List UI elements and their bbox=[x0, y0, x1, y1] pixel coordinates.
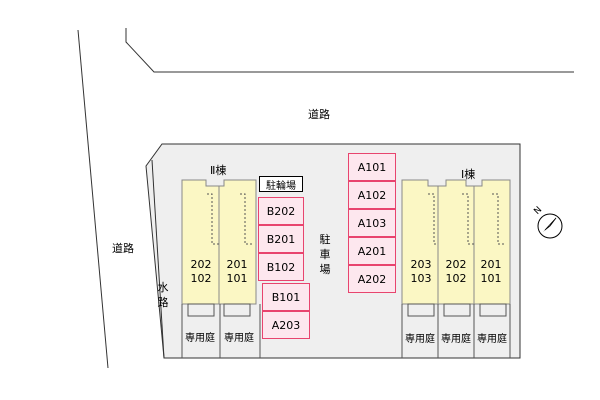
private-garden-label: 専用庭 bbox=[441, 334, 471, 345]
parking-slot: A201 bbox=[348, 237, 396, 265]
parking-slot: A101 bbox=[348, 153, 396, 181]
parking-slot: A102 bbox=[348, 181, 396, 209]
road-label-top: 道路 bbox=[308, 108, 330, 121]
building-1-gardens bbox=[401, 303, 511, 358]
private-garden-label: 専用庭 bbox=[224, 333, 254, 344]
parking-lot-label: 駐車場 bbox=[319, 233, 331, 276]
private-garden-label: 専用庭 bbox=[405, 334, 435, 345]
road-label-left: 道路 bbox=[112, 242, 134, 255]
parking-slot: B101 bbox=[262, 283, 310, 311]
road-boundary-top bbox=[125, 28, 574, 73]
compass-icon bbox=[537, 213, 563, 239]
private-garden-label: 専用庭 bbox=[477, 334, 507, 345]
building-2-name: Ⅱ棟 bbox=[210, 164, 227, 177]
waterway-label: 水路 bbox=[157, 281, 169, 309]
parking-slot: A103 bbox=[348, 209, 396, 237]
parking-slot: B202 bbox=[258, 197, 304, 225]
parking-slot: B102 bbox=[258, 253, 304, 281]
parking-slot: A203 bbox=[262, 311, 310, 339]
parking-slot: B201 bbox=[258, 225, 304, 253]
private-garden-label: 専用庭 bbox=[185, 333, 215, 344]
bicycle-parking-label: 駐輪場 bbox=[259, 176, 303, 192]
building-1-name: Ⅰ棟 bbox=[461, 168, 476, 181]
building-2-gardens bbox=[181, 303, 261, 358]
waterway-edge bbox=[151, 159, 165, 359]
road-boundary-left bbox=[77, 29, 109, 369]
parking-slot: A202 bbox=[348, 265, 396, 293]
building-2-shape bbox=[181, 179, 257, 305]
